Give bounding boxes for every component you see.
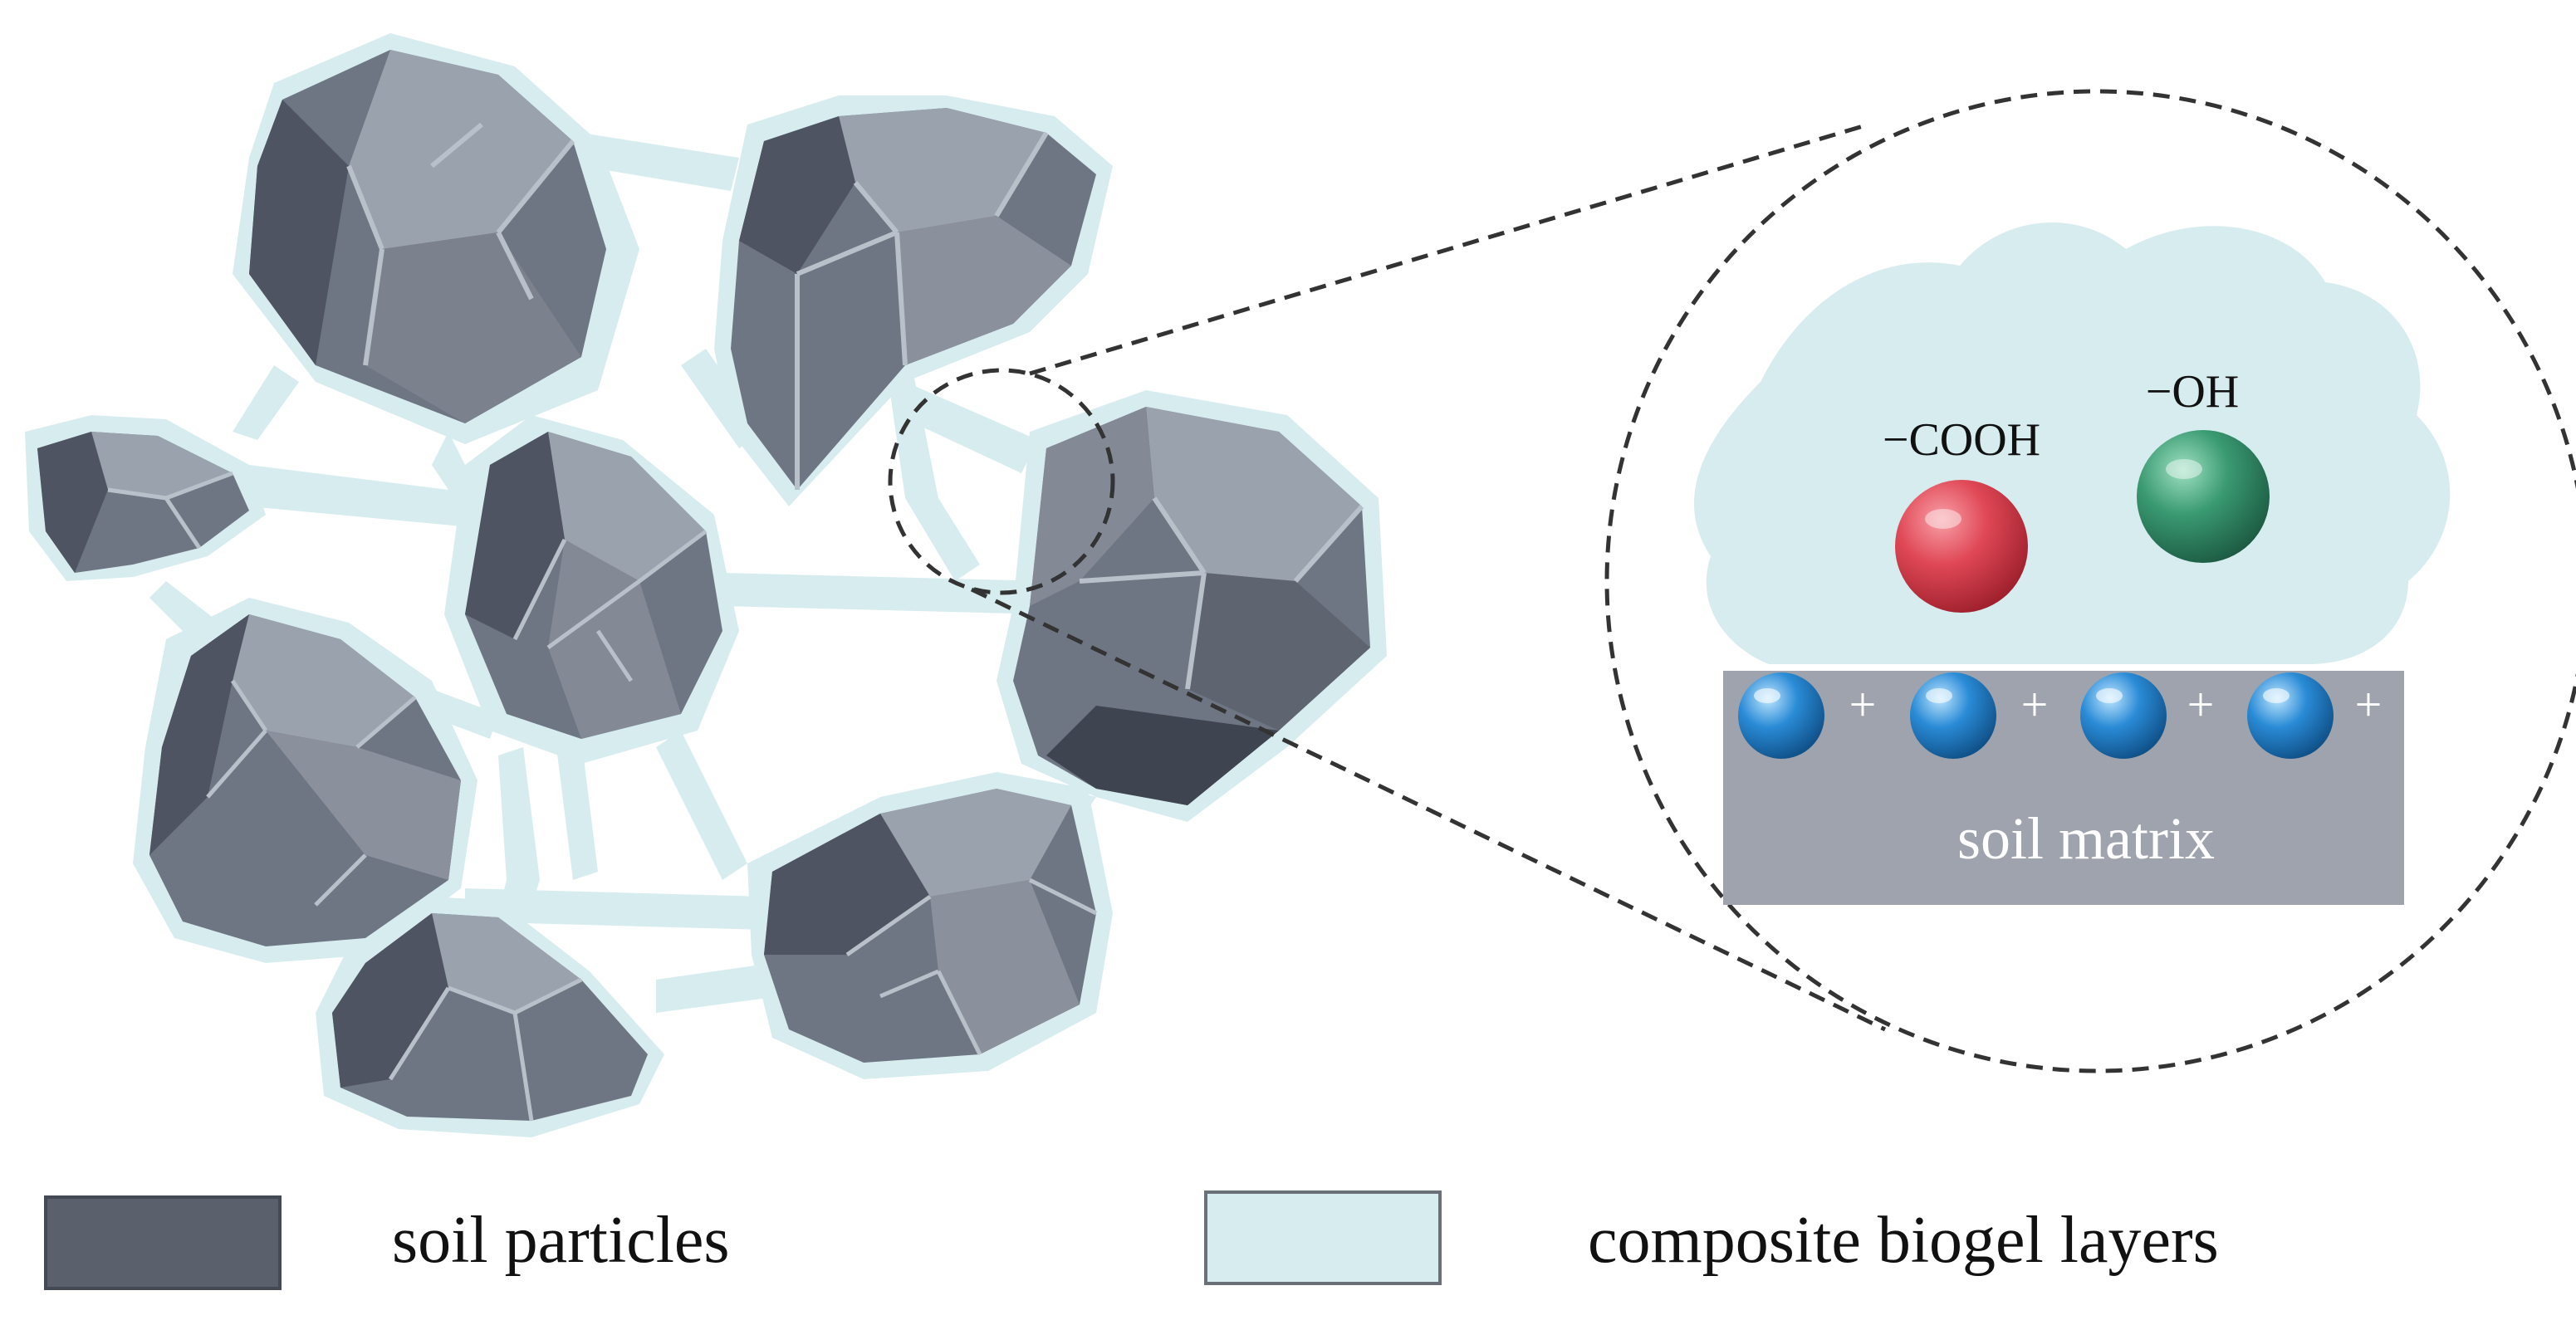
cation-sphere — [2080, 672, 2167, 759]
soil-particle — [731, 108, 1096, 490]
soil-particle — [149, 614, 461, 946]
cation-row: + + + + — [1738, 672, 2382, 759]
legend-swatch-biogel — [1204, 1190, 1442, 1285]
oh-label: −OH — [2146, 366, 2239, 418]
cation-charge: + — [2355, 677, 2383, 731]
soil-particle — [465, 432, 722, 739]
cation-sphere — [1738, 672, 1824, 759]
soil-particle — [37, 432, 249, 573]
zoom-callout — [888, 89, 2576, 1073]
cation-sphere — [2247, 672, 2334, 759]
cooh-group-sphere — [1895, 480, 2028, 613]
soil-particle — [764, 789, 1098, 1063]
legend-swatch-soil-particles — [44, 1195, 282, 1290]
zoom-source-circle — [888, 368, 1115, 595]
soil-particles — [37, 50, 1370, 1122]
soil-particle — [1013, 407, 1370, 805]
cation-charge: + — [2187, 677, 2215, 731]
legend-label-biogel: composite biogel layers — [1588, 1204, 2219, 1277]
zoom-guide-line-bottom — [970, 587, 1887, 1032]
cooh-label: −COOH — [1883, 414, 2040, 466]
legend-label-soil-particles: soil particles — [392, 1204, 730, 1277]
oh-group-sphere — [2137, 430, 2270, 563]
legend: soil particles composite biogel layers — [44, 1190, 2219, 1290]
soil-particle — [332, 913, 648, 1122]
soil-particle — [249, 50, 606, 423]
cation-charge: + — [2021, 677, 2049, 731]
cation-sphere — [1910, 672, 1996, 759]
soil-matrix-label: soil matrix — [1957, 805, 2215, 872]
biogel-blob — [1694, 222, 2451, 664]
zoom-guide-line-top — [1029, 122, 1869, 376]
cation-charge: + — [1849, 677, 1877, 731]
